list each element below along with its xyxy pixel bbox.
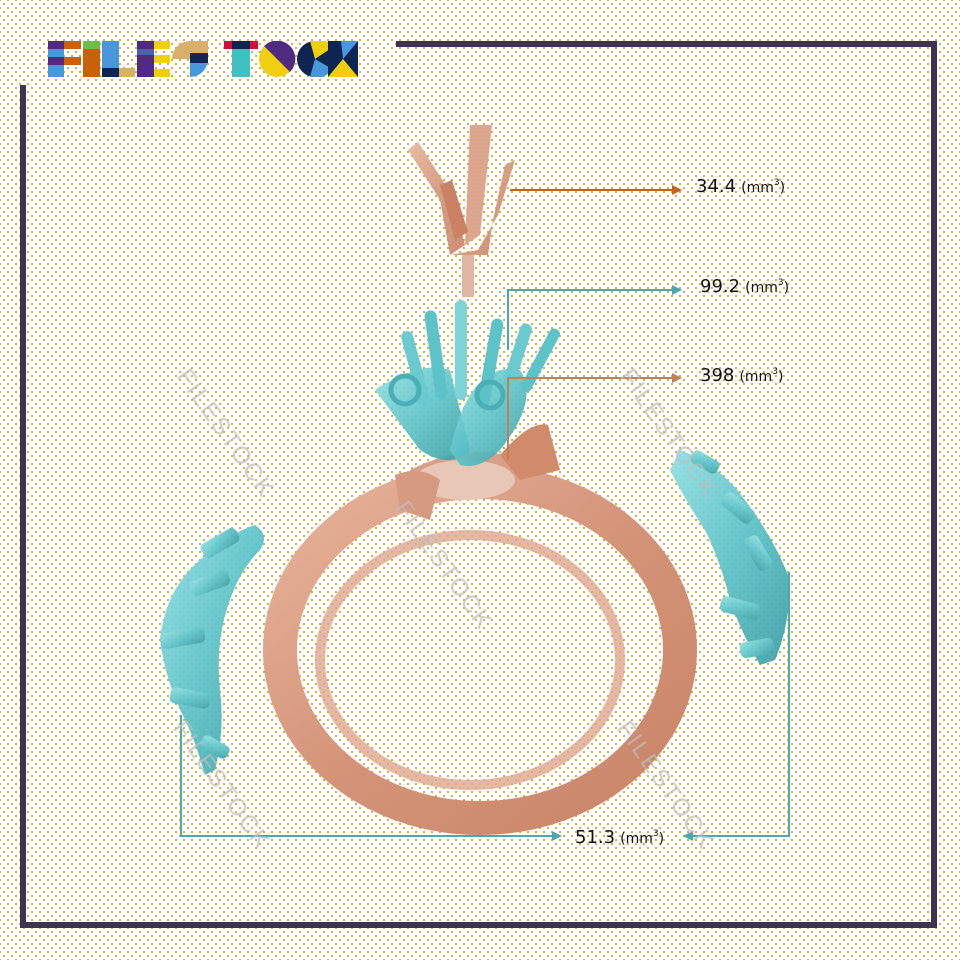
leader-34-4 — [510, 185, 682, 195]
volume-value: 99.2 — [700, 276, 741, 297]
volume-value: 34.4 — [696, 176, 737, 197]
frame-bottom — [20, 922, 937, 928]
leader-99-2 — [507, 285, 682, 350]
volume-value: 398 — [700, 365, 735, 386]
volume-label-side-settings: 51.3 (mm3) — [575, 827, 665, 848]
frame-left — [20, 85, 26, 928]
volume-value: 51.3 — [575, 827, 616, 848]
volume-label-ring-shank: 398 (mm3) — [700, 365, 784, 386]
leader-398 — [507, 373, 682, 460]
ring-shank — [263, 424, 697, 835]
right-side-settings — [670, 450, 790, 665]
volume-label-prong-head: 34.4 (mm3) — [696, 176, 786, 197]
filestock-logo — [48, 41, 358, 77]
volume-label-center-setting: 99.2 (mm3) — [700, 276, 790, 297]
frame-top — [396, 41, 937, 47]
frame-right — [931, 41, 937, 928]
prong-head — [408, 125, 515, 297]
leader-51-3 — [180, 572, 790, 841]
left-side-settings — [159, 525, 264, 775]
